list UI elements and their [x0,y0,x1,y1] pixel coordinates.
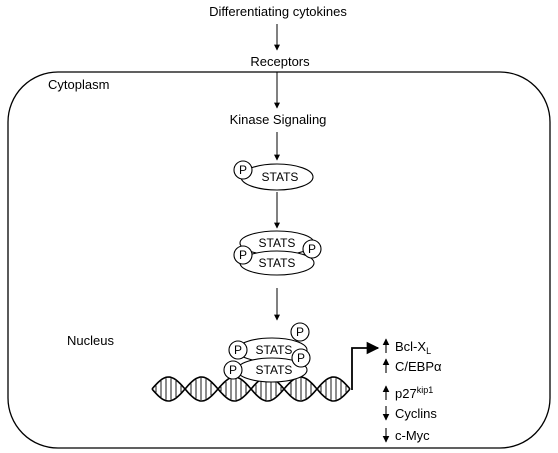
gene-label: p27kip1 [395,385,433,401]
kinase-label: Kinase Signaling [230,112,327,127]
svg-text:STATS: STATS [259,236,296,250]
phospho-stat-dimer: STATS STATS P P [233,230,322,276]
svg-text:P: P [229,363,237,377]
svg-text:P: P [308,242,316,256]
svg-text:P: P [239,248,247,262]
gene-cyclins: Cyclins [382,406,437,421]
receptors-label: Receptors [250,54,310,69]
svg-text:P: P [239,163,247,177]
gene-label: c-Myc [395,428,430,443]
nuclear-stat-dimer: STATS STATS P P P P [223,322,311,383]
svg-text:STATS: STATS [262,170,299,184]
cytoplasm-label: Cytoplasm [48,77,109,92]
gene-label: C/EBPα [395,359,442,374]
dna-helix [151,376,351,402]
gene-c-ebp-: C/EBPα [382,358,442,374]
transcription-arrow [351,341,380,390]
phospho-stat-monomer: STATS P [233,160,314,191]
svg-text:STATS: STATS [256,363,293,377]
gene-p27: p27kip1 [382,385,433,401]
gene-label: Cyclins [395,406,437,421]
svg-text:P: P [296,325,304,339]
svg-text:P: P [297,351,305,365]
svg-text:P: P [234,343,242,357]
svg-text:STATS: STATS [259,256,296,270]
cytokines-label: Differentiating cytokines [209,4,347,19]
gene-label: Bcl-XL [395,339,431,356]
nucleus-label: Nucleus [67,333,114,348]
svg-text:STATS: STATS [256,343,293,357]
gene-bcl-x: Bcl-XL [382,338,431,356]
cell-membrane [7,71,551,449]
gene-c-myc: c-Myc [382,428,430,443]
